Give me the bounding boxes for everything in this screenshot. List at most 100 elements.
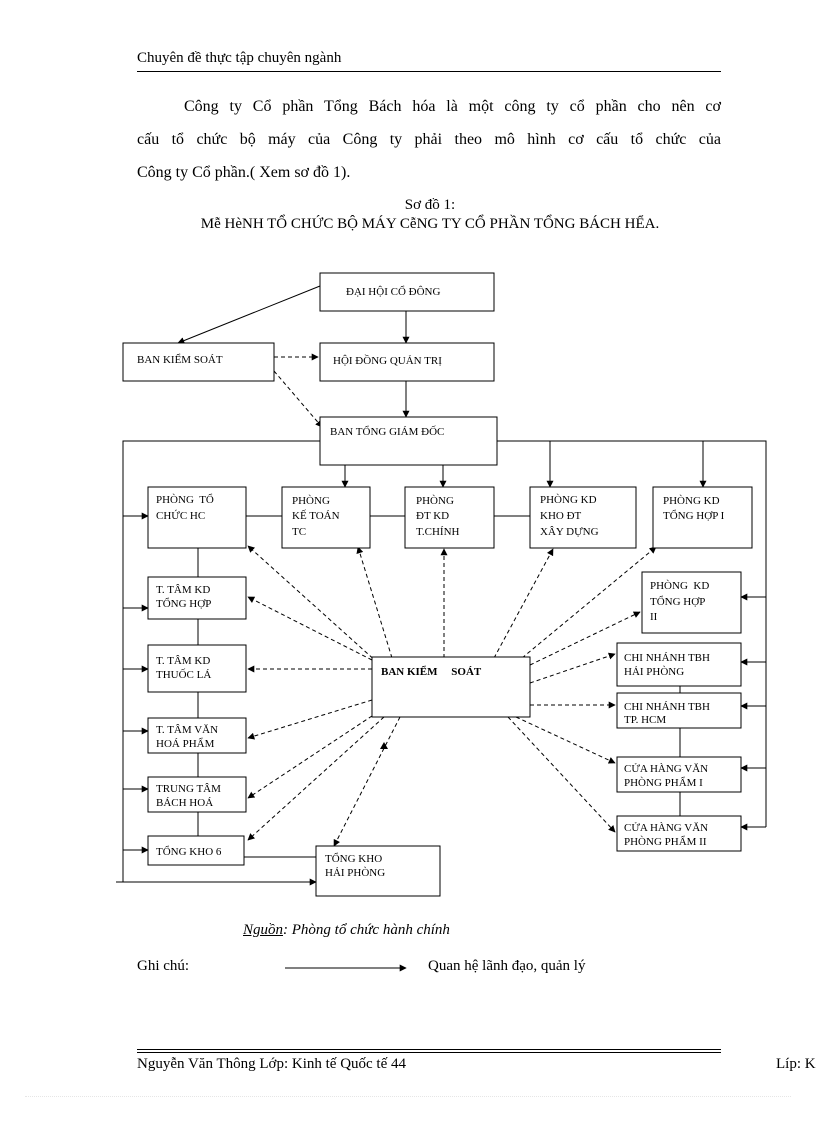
label-phong-dt-3: T.CHÍNH [416,526,460,538]
svg-text:XÂY DỰNG: XÂY DỰNG [540,526,599,538]
box-ban-kiem-soat-top [122,342,275,382]
svg-text:CHI NHÁNH TBH: CHI NHÁNH TBH [624,652,710,664]
box-phong-kd-kho [529,486,637,549]
label-phong-ke-toan-2: KẾ TOÁN [292,509,340,522]
source-label: Nguồn [243,922,284,938]
svg-text:T.CHÍNH: T.CHÍNH [416,526,460,538]
svg-text:CHI NHÁNH TBH: CHI NHÁNH TBH [624,701,710,713]
label-dai-hoi-co-dong: ĐẠI HỘI CỔ ĐÔNG [346,285,440,298]
note-text: Quan hệ lãnh đạo, quản lý [428,958,586,974]
svg-text:HOÁ PHẨM: HOÁ PHẨM [156,737,215,750]
page-edge [25,1096,791,1097]
box-trung-tam-bach-hoa [147,776,247,813]
svg-text:CỬA HÀNG VĂN: CỬA HÀNG VĂN [624,822,708,834]
svg-text:TỔNG HỢP: TỔNG HỢP [156,597,211,610]
note-label: Ghi chú: [137,958,190,974]
label-phong-kd-th2-1: PHÒNG KD [650,580,709,592]
triangle-mark [380,742,388,749]
box-dai-hoi-co-dong [319,272,495,312]
diagram-title: Mễ HèNH TỔ CHỨC BỘ MÁY CễNG TY CỔ PHẦN T… [200,216,660,232]
label-cn-hcm-1: CHI NHÁNH TBH [624,701,710,713]
label-tong-kho-6: TỔNG KHO 6 [156,845,222,858]
box-tong-kho-hai-phong [315,845,441,897]
box-chi-nhanh-hcm [616,692,742,729]
paragraph-line-3: Công ty Cổ phần.( Xem sơ đồ 1). [137,164,351,181]
label-ban-kiem-soat-center: BAN KIỂM SOÁT [381,665,482,678]
box-phong-dt-kd [404,486,495,549]
svg-text:KẾ TOÁN: KẾ TOÁN [292,509,340,522]
svg-text:PHÒNG PHẨM I: PHÒNG PHẨM I [624,776,703,789]
box-phong-ke-toan [281,486,371,549]
label-phong-to-chuc-2: CHỨC HC [156,510,205,522]
svg-text:PHÒNG PHẨM II: PHÒNG PHẨM II [624,835,707,848]
svg-text:TỔNG KHO: TỔNG KHO [325,852,382,865]
paragraph-line-2: cấu tổ chức bộ máy của Công ty phải theo… [137,131,721,148]
label-phong-ke-toan-1: PHÒNG [292,495,330,507]
svg-text:BÁCH HOÁ: BÁCH HOÁ [156,797,213,809]
label-phong-to-chuc-1: PHÒNG TỔ [156,493,214,506]
svg-text:PHÒNG KD: PHÒNG KD [650,580,709,592]
label-phong-kd-th1-1: PHÒNG KD [663,495,720,507]
svg-text:BAN KIỂM SOÁT: BAN KIỂM SOÁT [381,665,482,678]
svg-text:T. TÂM KD: T. TÂM KD [156,584,210,596]
label-ttkd-tl-1: T. TÂM KD [156,655,210,667]
label-phong-kd-kho-2: KHO ĐT [540,510,582,522]
label-cn-hcm-2: TP. HCM [624,714,666,726]
box-phong-kd-tong-hop-2 [641,571,742,634]
label-ch-vpp1-1: CỬA HÀNG VĂN [624,763,708,775]
svg-text:TỔNG HỢP I: TỔNG HỢP I [663,509,725,522]
label-cn-hp-1: CHI NHÁNH TBH [624,652,710,664]
svg-text:T. TÂM VĂN: T. TÂM VĂN [156,724,218,736]
svg-text:PHÒNG: PHÒNG [416,495,454,507]
footer-rule-double [137,1052,721,1053]
label-ban-kiem-soat-top: BAN KIỂM SOÁT [137,353,223,366]
svg-text:TỔNG HỢP: TỔNG HỢP [650,595,705,608]
label-ch-vpp2-2: PHÒNG PHẨM II [624,835,707,848]
label-tt-bh-1: TRUNG TÂM [156,783,221,795]
svg-text:PHÒNG TỔ: PHÒNG TỔ [156,493,214,506]
footer-class: Líp: K [776,1056,816,1072]
label-ch-vpp1-2: PHÒNG PHẨM I [624,776,703,789]
svg-text:TỔNG KHO 6: TỔNG KHO 6 [156,845,222,858]
label-phong-dt-2: ĐT KD [416,510,449,522]
header-rule [137,71,721,72]
diagram-label: Sơ đồ 1: [404,197,456,213]
svg-text:BAN TỔNG GIÁM ĐỐC: BAN TỔNG GIÁM ĐỐC [330,425,444,438]
svg-text:BAN KIỂM SOÁT: BAN KIỂM SOÁT [137,353,223,366]
label-phong-kd-kho-3: XÂY DỰNG [540,526,599,538]
box-phong-to-chuc-hc [147,486,247,549]
box-chi-nhanh-hai-phong [616,642,742,687]
svg-text:HẢI PHÒNG: HẢI PHÒNG [325,867,385,879]
page-header: Chuyên đề thực tập chuyên ngành [137,50,342,66]
svg-text:THUỐC LÁ: THUỐC LÁ [156,668,211,681]
label-cn-hp-2: HẢI PHÒNG [624,666,684,678]
box-tt-van-hoa-pham [147,717,247,754]
label-phong-kd-th2-3: II [650,611,658,623]
paragraph-line-1: Công ty Cổ phần Tổng Bách hóa là một côn… [184,98,721,115]
svg-text:II: II [650,611,658,623]
svg-text:ĐT KD: ĐT KD [416,510,449,522]
box-phong-kd-tong-hop-1 [652,486,753,549]
label-ttkd-tl-2: THUỐC LÁ [156,668,211,681]
label-ttkd-th-2: TỔNG HỢP [156,597,211,610]
svg-text:PHÒNG KD: PHÒNG KD [663,495,720,507]
dashed-connectors [247,353,657,847]
box-cua-hang-vpp-1 [616,756,742,793]
svg-text:TP. HCM: TP. HCM [624,714,666,726]
svg-text:CỬA HÀNG VĂN: CỬA HÀNG VĂN [624,763,708,775]
label-phong-ke-toan-3: TC [292,526,306,538]
source-text: : Phòng tổ chức hành chính [283,922,450,938]
svg-text:CHỨC HC: CHỨC HC [156,510,205,522]
svg-text:T. TÂM KD: T. TÂM KD [156,655,210,667]
label-phong-dt-1: PHÒNG [416,495,454,507]
box-ban-kiem-soat-center [371,656,531,718]
label-ttkd-th-1: T. TÂM KD [156,584,210,596]
box-hoi-dong-quan-tri [319,342,495,382]
label-phong-kd-kho-1: PHÒNG KD [540,494,597,506]
label-tt-vhp-2: HOÁ PHẨM [156,737,215,750]
label-phong-kd-th2-2: TỔNG HỢP [650,595,705,608]
label-hoi-dong-quan-tri: HỘI ĐỒNG QUẢN TRỊ [333,354,442,367]
label-ch-vpp2-1: CỬA HÀNG VĂN [624,822,708,834]
svg-text:PHÒNG: PHÒNG [292,495,330,507]
